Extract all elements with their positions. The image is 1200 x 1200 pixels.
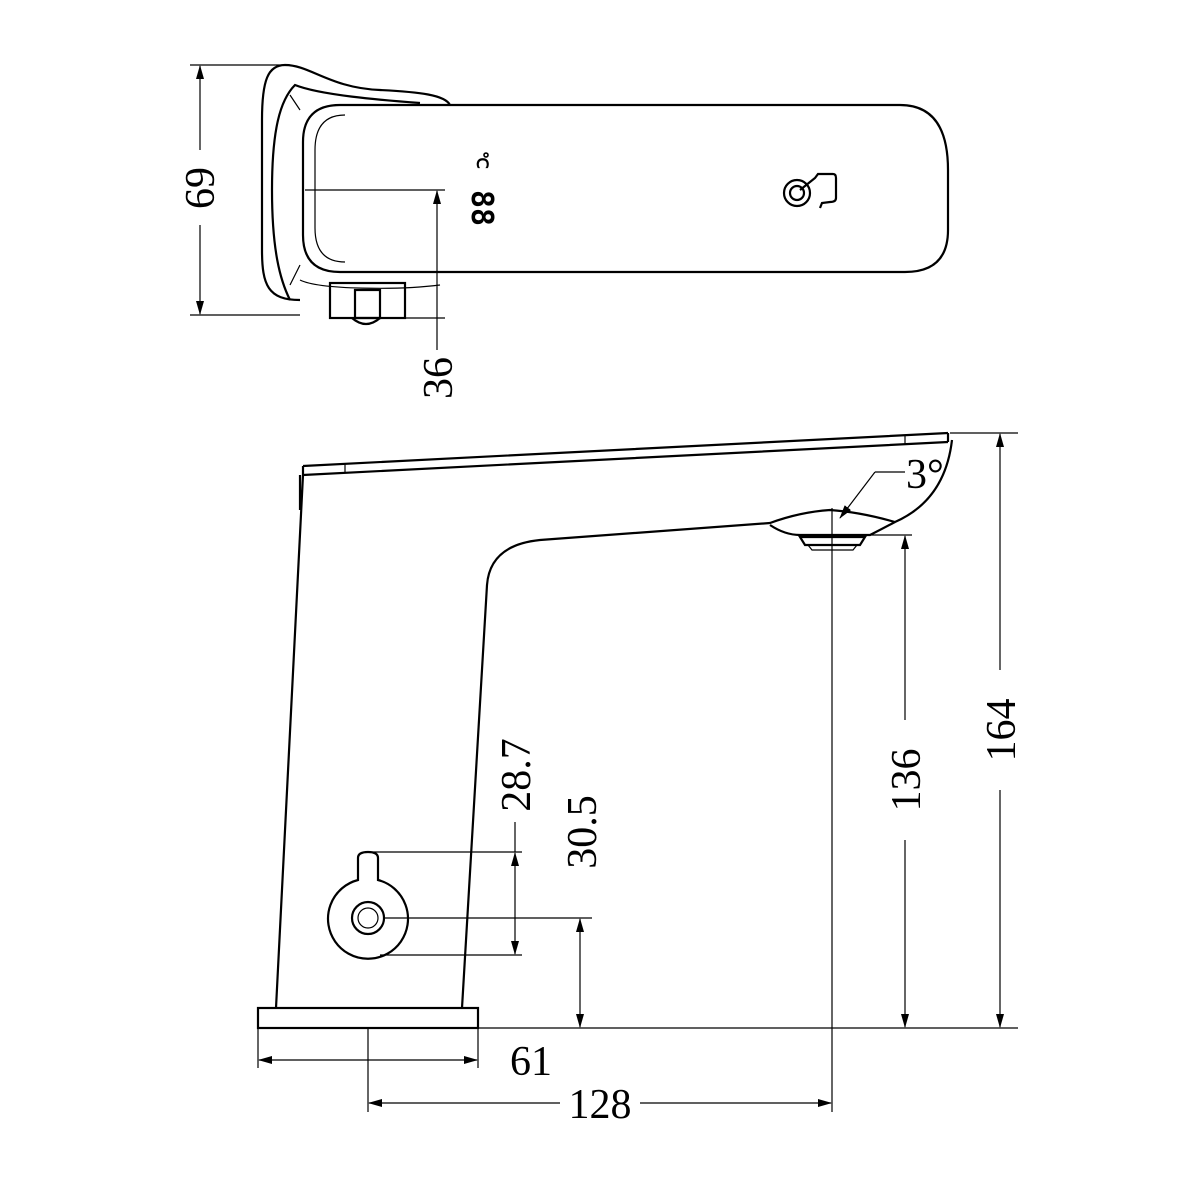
dimension-69: 69: [178, 64, 300, 316]
dim-label-164: 164: [979, 699, 1025, 762]
aerator: [328, 281, 407, 326]
lever-handle: [326, 850, 410, 960]
base-plate: [256, 1006, 480, 1030]
side-view: 3° 28.7 30.5: [256, 431, 1025, 1128]
body-back: [274, 474, 305, 1009]
dim-label-69: 69: [178, 167, 224, 209]
top-view: 88 ℃ 69 36: [178, 63, 950, 399]
dim-label-61: 61: [510, 1039, 552, 1085]
dim-label-3deg: 3°: [906, 452, 944, 498]
dimension-164: 164: [950, 432, 1025, 1028]
handle-outline: [260, 63, 451, 302]
display-digits: 88: [464, 190, 499, 226]
display-unit: ℃: [473, 151, 492, 169]
angle-3-degrees: 3°: [839, 452, 944, 519]
touch-sensor-icon: [782, 172, 838, 209]
spout: [460, 433, 954, 1009]
dim-label-36: 36: [416, 357, 462, 399]
dim-label-128: 128: [569, 1082, 632, 1128]
dimension-28-7: 28.7: [368, 738, 540, 956]
dimension-36: 36: [305, 189, 462, 399]
dim-label-30-5: 30.5: [560, 795, 606, 869]
dim-label-136: 136: [884, 749, 930, 812]
dimension-61: 61: [257, 1028, 552, 1085]
dimension-136: 136: [868, 534, 930, 1028]
dimension-30-5: 30.5: [384, 795, 606, 1028]
dim-label-28-7: 28.7: [494, 738, 540, 812]
temperature-display-icon: 88 ℃: [464, 151, 499, 226]
dimension-128: 128: [367, 1028, 832, 1128]
body-outline: [301, 103, 950, 274]
